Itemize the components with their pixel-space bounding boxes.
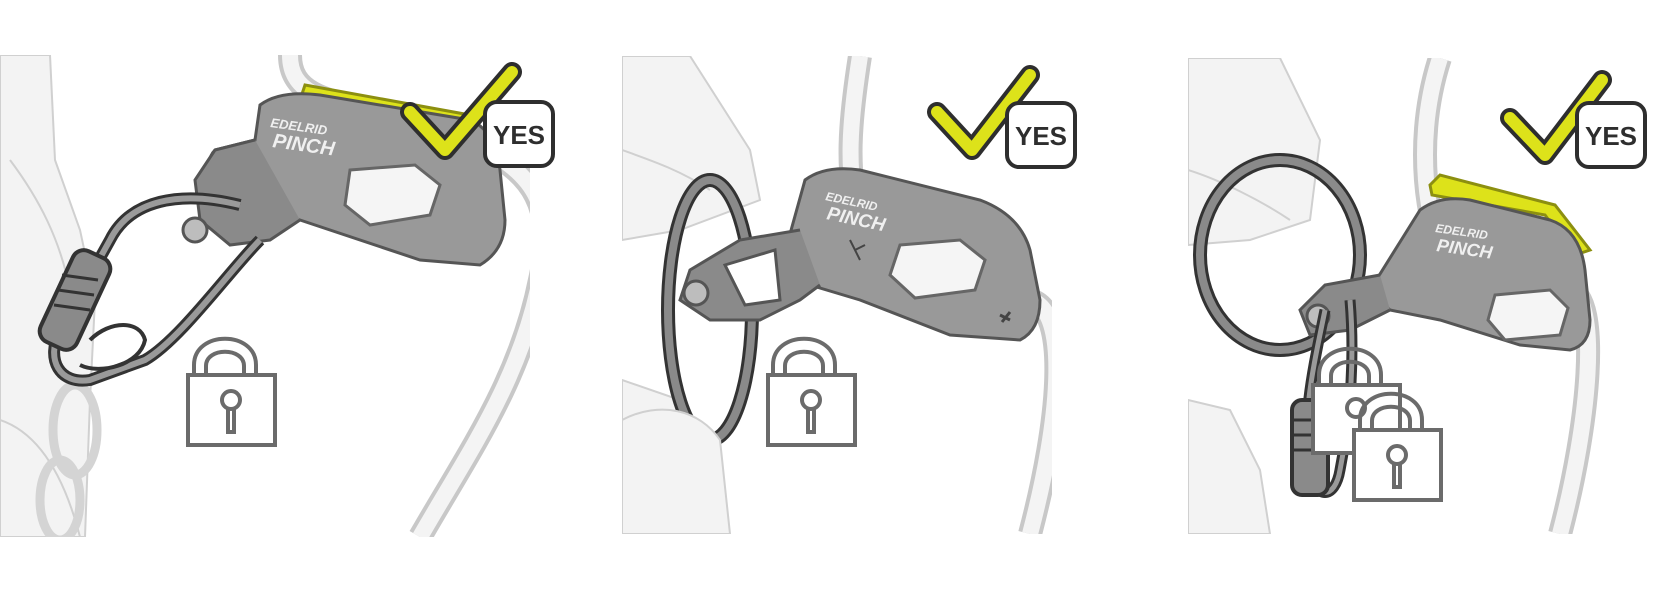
panel-2: EDELRID PINCH YES	[560, 0, 1120, 597]
yes-label: YES	[493, 120, 545, 150]
double-lock-icon	[1311, 346, 1443, 502]
lock-icon	[186, 336, 277, 447]
panel-2-illustration: EDELRID PINCH YES	[622, 56, 1077, 534]
yes-check-badge: YES	[1500, 70, 1647, 169]
device-window	[888, 238, 987, 300]
lock-icon	[766, 336, 857, 447]
yes-check-badge: YES	[400, 62, 555, 168]
panel-1: EDELRID PINCH YES	[0, 0, 560, 597]
panel-3-illustration: EDELRID PINCH	[1188, 58, 1647, 534]
yes-label: YES	[1015, 121, 1067, 151]
lock-icon-front	[1352, 391, 1443, 502]
panel-3: EDELRID PINCH	[1120, 0, 1680, 597]
yes-label: YES	[1585, 121, 1637, 151]
device-window	[343, 163, 442, 227]
device-window	[1486, 288, 1570, 342]
panel-1-illustration: EDELRID PINCH YES	[0, 55, 555, 537]
yes-check-badge: YES	[927, 65, 1077, 169]
